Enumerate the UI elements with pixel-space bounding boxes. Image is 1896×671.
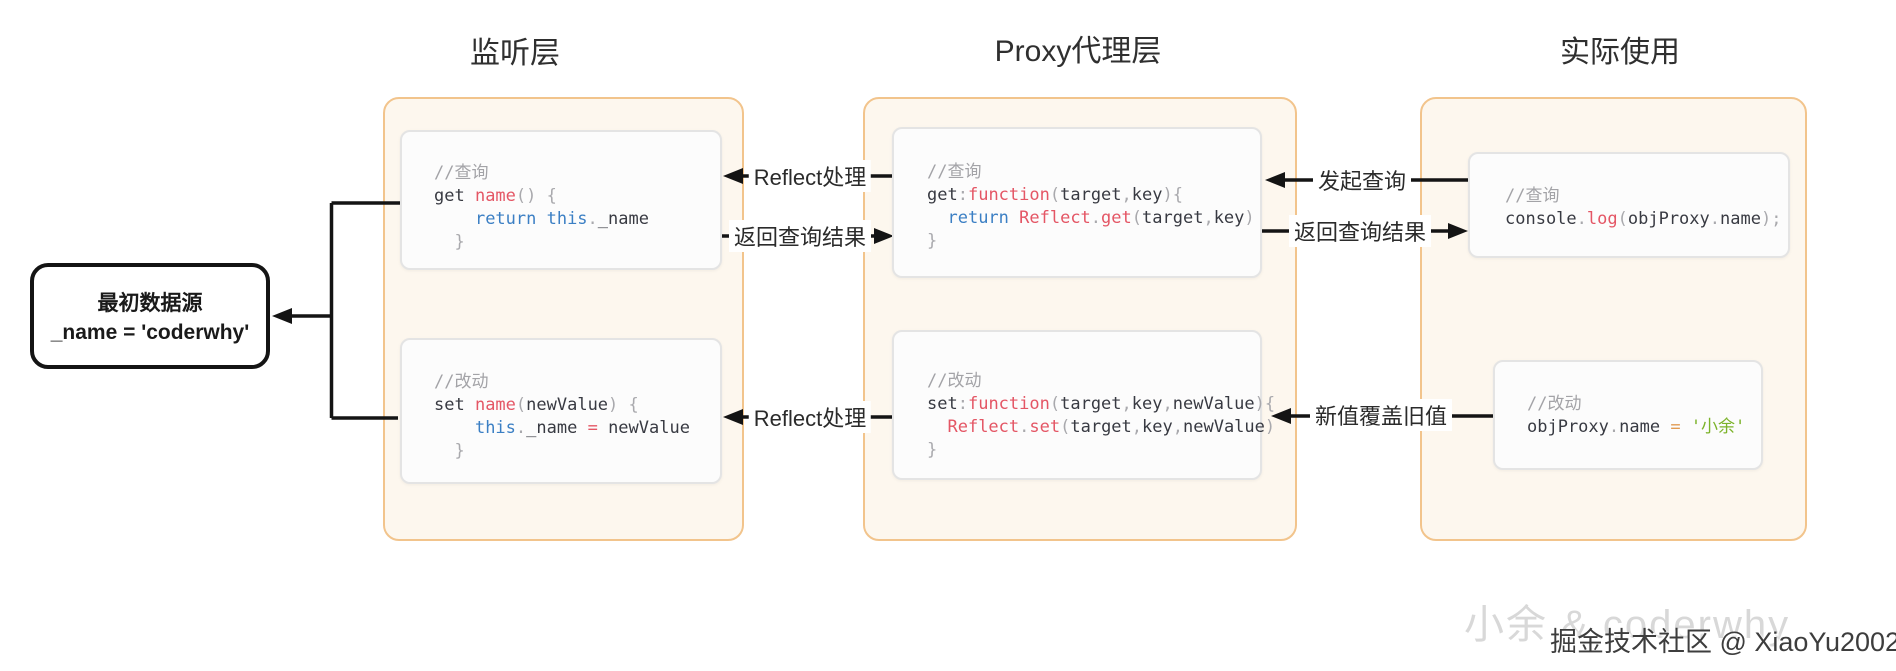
- arrowhead-overwrite-old-left: [1271, 408, 1291, 424]
- arrow-label-reflect-top: Reflect处理: [748, 160, 872, 192]
- arrowhead-return-result-left-right: [874, 228, 894, 244]
- arrow-label-overwrite-old: 新值覆盖旧值: [1309, 399, 1453, 431]
- title-usage-layer: 实际使用: [1560, 36, 1680, 69]
- source-data-box: 最初数据源 _name = 'coderwhy': [30, 263, 270, 369]
- title-listener-layer: 监听层: [470, 37, 560, 70]
- source-box-value: _name = 'coderwhy': [50, 321, 250, 344]
- arrow-label-reflect-bottom: Reflect处理: [748, 401, 872, 433]
- watermark-light: 小余 & coderwhy: [1464, 603, 1791, 647]
- arrowhead-into-source-box: [272, 308, 292, 324]
- source-box-title: 最初数据源: [97, 292, 203, 315]
- arrow-label-initiate-query: 发起查询: [1312, 164, 1412, 196]
- watermark-dark: 掘金技术社区 @ XiaoYu2002: [1550, 627, 1896, 657]
- arrowhead-reflect-top-left: [723, 168, 743, 184]
- arrowhead-return-result-right-right: [1448, 223, 1468, 239]
- arrowhead-initiate-query-left: [1265, 172, 1285, 188]
- arrow-label-return-result-left: 返回查询结果: [728, 220, 872, 252]
- title-proxy-layer: Proxy代理层: [994, 35, 1162, 68]
- arrowhead-reflect-bottom-left: [723, 409, 743, 425]
- arrow-label-return-result-right: 返回查询结果: [1288, 215, 1432, 247]
